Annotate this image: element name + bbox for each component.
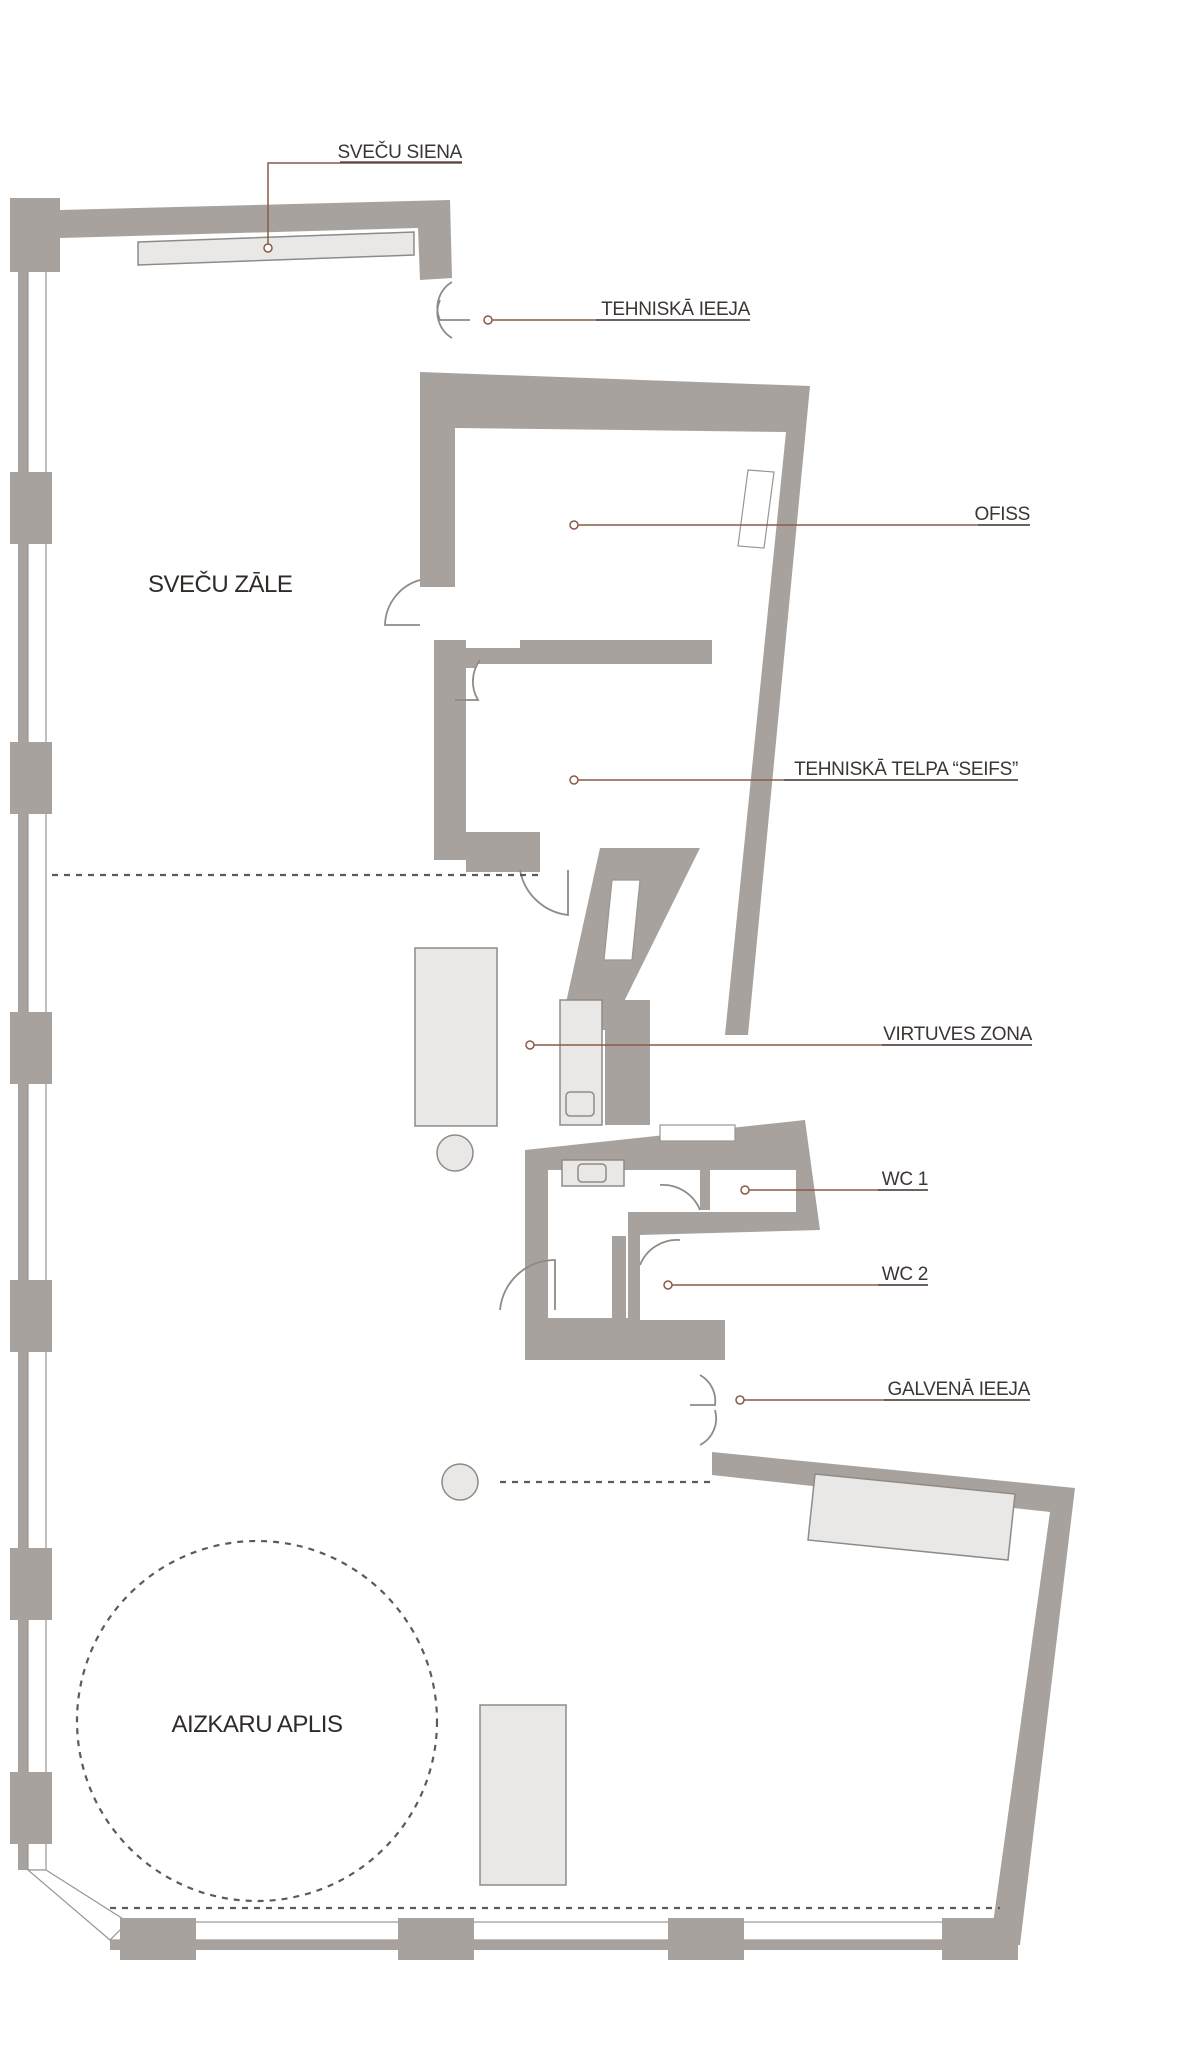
label-candle-wall: SVEČU SIENA	[338, 141, 463, 163]
room-labels: SVEČU ZĀLE AIZKARU APLIS	[148, 570, 343, 1738]
walls	[10, 198, 1075, 1950]
room-candle-hall: SVEČU ZĀLE	[148, 570, 292, 598]
label-kitchen-zone: VIRTUVES ZONA	[883, 1024, 1032, 1045]
label-technical-entrance: TEHNISKĀ IEEJA	[601, 299, 751, 320]
kitchen-table	[414, 947, 498, 1127]
column	[436, 1134, 474, 1172]
room-curtain-circle: AIZKARU APLIS	[172, 1711, 343, 1738]
interior-windows	[603, 469, 775, 1142]
label-wc1: WC 1	[882, 1169, 928, 1190]
label-wc2: WC 2	[882, 1264, 928, 1285]
corner-bench	[807, 1473, 1016, 1561]
callout-labels: SVEČU SIENA TEHNISKĀ IEEJA OFISS TEHNISK…	[338, 141, 1033, 1401]
doors	[384, 281, 718, 1446]
label-office: OFISS	[974, 504, 1030, 525]
stage-platform	[479, 1704, 567, 1886]
zone-lines	[52, 873, 1000, 1910]
label-technical-room: TEHNISKĀ TELPA “SEIFS”	[794, 759, 1018, 780]
label-main-entrance: GALVENĀ IEEJA	[887, 1379, 1030, 1400]
facade-piers	[10, 472, 1018, 1960]
wc-basin	[577, 1163, 607, 1183]
furniture	[137, 231, 1016, 1886]
sink	[565, 1091, 595, 1117]
candle-wall-shelf	[137, 231, 415, 266]
curtain-circle-outline	[75, 1539, 439, 1903]
column	[441, 1463, 479, 1501]
